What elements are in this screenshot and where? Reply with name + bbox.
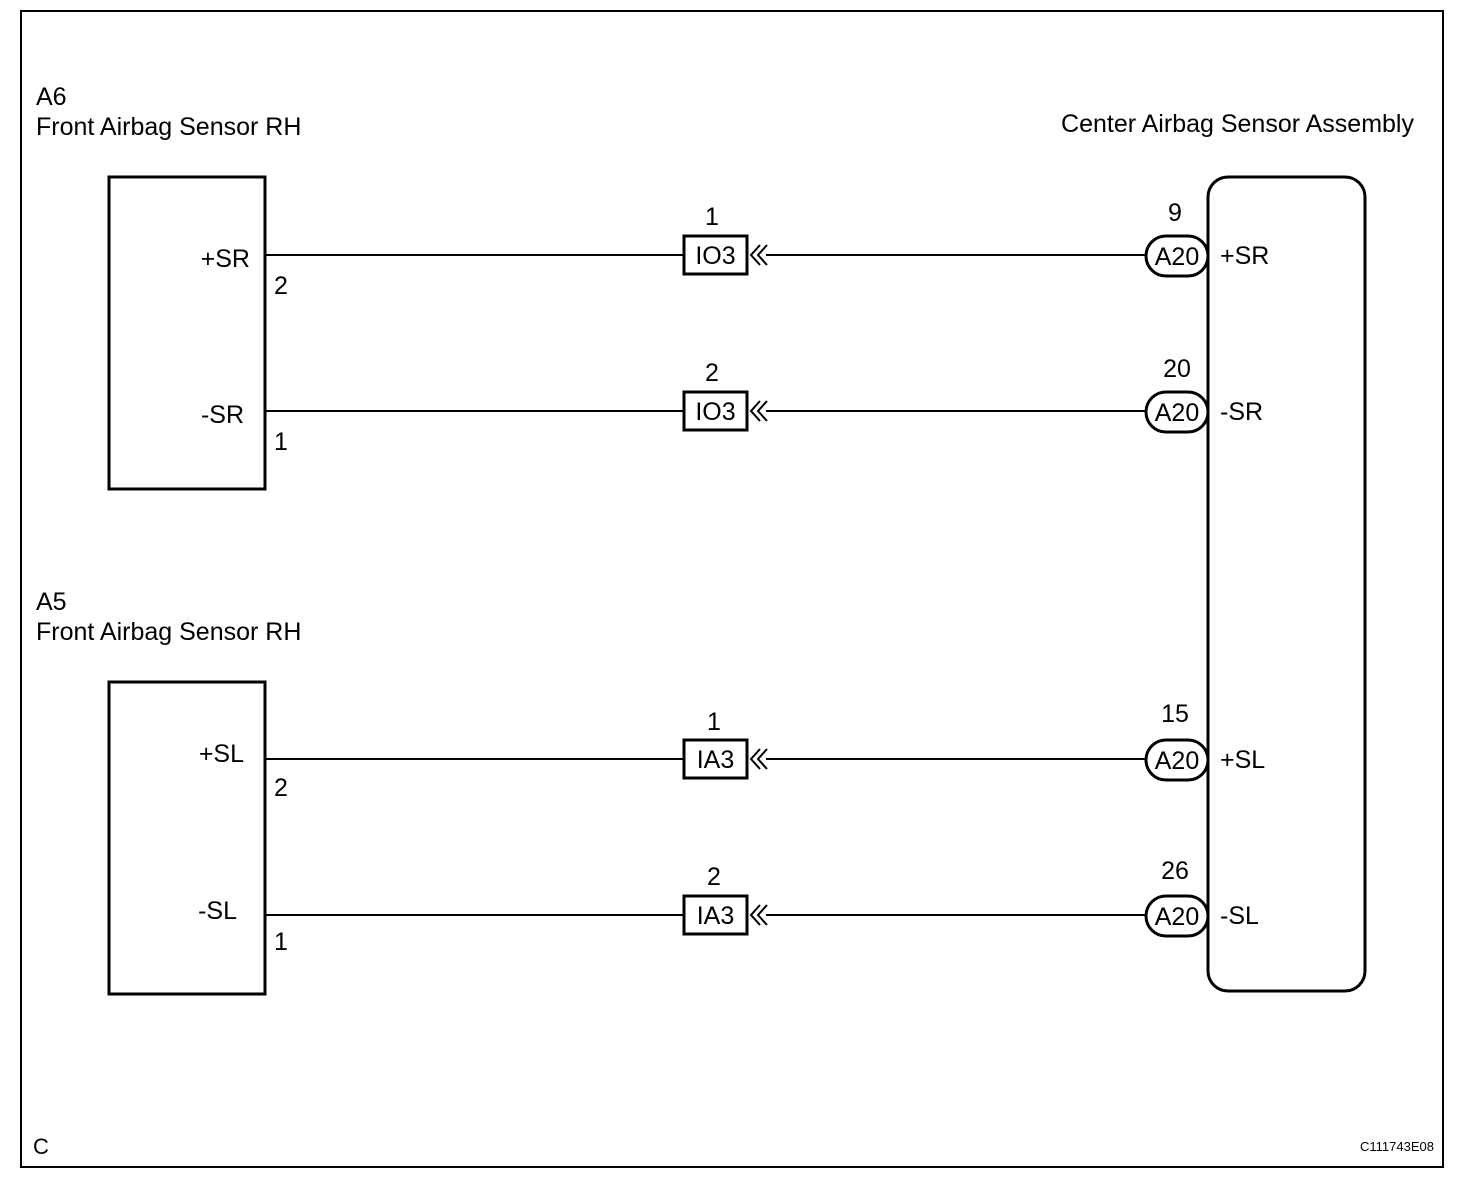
ecu-signal-label: +SR [1220,242,1269,270]
diagram-frame [20,10,1444,1168]
sensor-pin-number: 1 [274,928,288,956]
ecu-connector-oval [1144,234,1210,278]
connector-arrow-icon [749,244,768,266]
sensor-signal-label: -SL [198,897,237,925]
ecu-connector-oval [1144,390,1210,434]
ecu-signal-label: +SL [1220,746,1265,774]
corner-letter: C [33,1134,49,1159]
junction-connector-box [682,390,749,432]
junction-connector-box [682,894,749,936]
ecu-box [1206,175,1367,993]
sensor-a6-name: Front Airbag Sensor RH [36,113,301,141]
sensor-pin-number: 1 [274,428,288,456]
sensor-a5-box [107,680,267,996]
ecu-connector-label: A20 [1155,243,1199,271]
connector-arrow-icon [749,904,768,926]
ecu-connector-label: A20 [1155,903,1199,931]
ecu-connector-label: A20 [1155,399,1199,427]
ecu-connector-oval [1144,738,1210,782]
sensor-pin-number: 2 [274,774,288,802]
junction-pin-number: 1 [707,708,721,736]
sensor-signal-label: -SR [201,401,244,429]
ecu-signal-label: -SL [1220,902,1259,930]
circuit-minus-sr: -SR 1 IO3 2 A20 20 -SR [201,355,1263,456]
ecu-pin-number: 26 [1161,857,1189,885]
connector-arrow-icon [749,748,768,770]
junction-pin-number: 2 [707,863,721,891]
ecu-connector-label: A20 [1155,747,1199,775]
ecu-pin-number: 20 [1163,355,1191,383]
junction-connector-label: IA3 [697,902,735,930]
figure-code: C111743E08 [1360,1139,1434,1154]
junction-connector-box [682,738,749,780]
sensor-signal-label: +SR [201,245,250,273]
junction-connector-box [682,234,749,276]
circuit-plus-sr: +SR 2 IO3 1 A20 9 +SR [201,199,1270,300]
ecu-name: Center Airbag Sensor Assembly [1061,110,1414,138]
junction-connector-label: IA3 [697,746,735,774]
sensor-a5-name: Front Airbag Sensor RH [36,618,301,646]
circuit-minus-sl: -SL 1 IA3 2 A20 26 -SL [198,857,1259,956]
ecu-connector-oval [1144,894,1210,938]
connector-arrow-icon [749,400,768,422]
ecu-pin-number: 15 [1161,700,1189,728]
junction-connector-label: IO3 [695,398,735,426]
ecu-pin-number: 9 [1168,199,1182,227]
junction-connector-label: IO3 [695,242,735,270]
sensor-a6-code: A6 [36,83,67,111]
circuit-plus-sl: +SL 2 IA3 1 A20 15 +SL [199,700,1265,802]
junction-pin-number: 2 [705,359,719,387]
junction-pin-number: 1 [705,203,719,231]
sensor-a6-box [107,175,267,491]
sensor-signal-label: +SL [199,740,244,768]
ecu-signal-label: -SR [1220,398,1263,426]
sensor-a5-code: A5 [36,588,67,616]
sensor-pin-number: 2 [274,272,288,300]
